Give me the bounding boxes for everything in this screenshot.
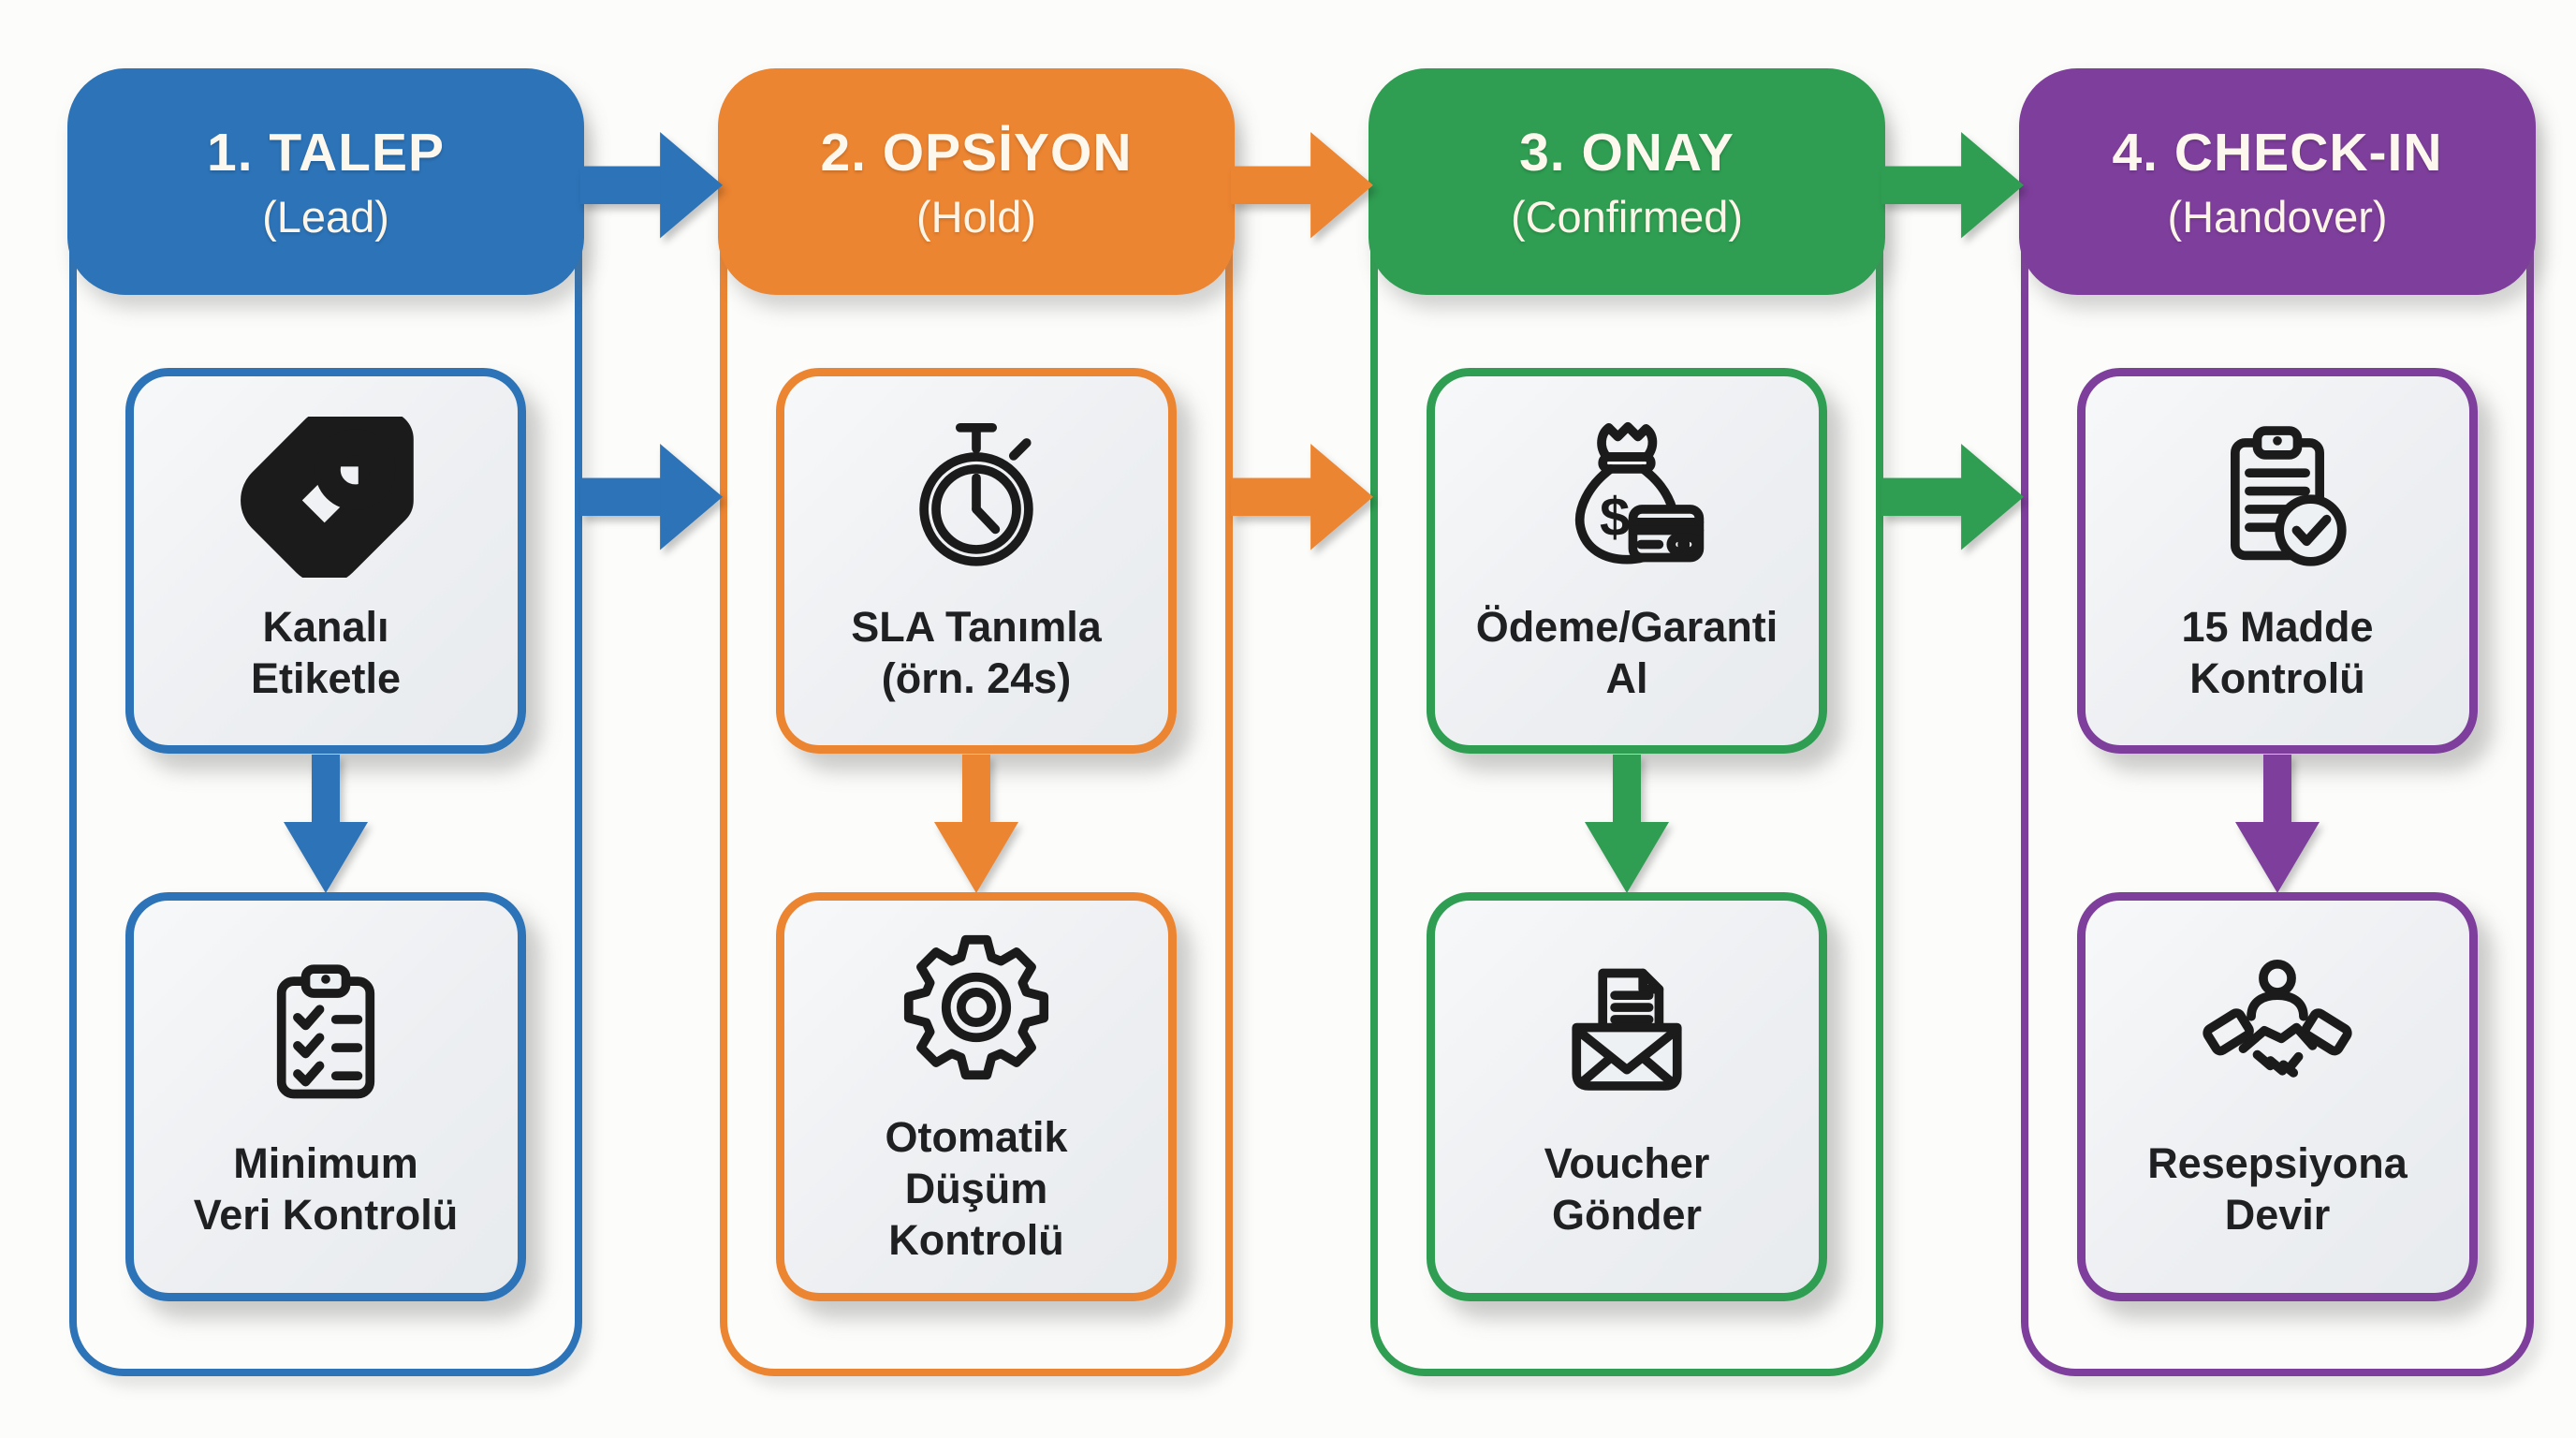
step-box-resepsiyona-devir: Resepsiyona Devir [2077,892,2478,1301]
column-onay: 3. ONAY (Confirmed) $ Ödeme/Garanti [1368,0,1885,1438]
arrow-box-onay-checkin [1881,440,2024,552]
arrow-header-talep-opsiyon [580,128,723,241]
down-arrow [270,755,382,893]
down-arrow [920,755,1032,893]
stage-subtitle: (Hold) [916,191,1036,242]
step-label: Resepsiyona Devir [2147,1138,2408,1239]
svg-text:$: $ [1600,487,1630,548]
step-box-otomatik-dusum: Otomatik Düşüm Kontrolü [776,892,1177,1301]
tag-icon [237,417,415,579]
step-label: Kanalı Etiketle [250,603,402,702]
arrow-box-talep-opsiyon [580,440,723,552]
down-arrow [1571,755,1683,893]
step-label: Otomatik Düşüm Kontrolü [885,1113,1068,1264]
stage-subtitle: (Handover) [2167,191,2388,242]
column-checkin: 4. CHECK-IN (Handover) 15 Madde Kontrolü [2019,0,2536,1438]
column-opsiyon: 2. OPSİYON (Hold) SLA Tanımla (örn. 24s) [718,0,1235,1438]
step-box-voucher-gonder: Voucher Gönder [1427,892,1827,1301]
step-box-sla-tanimla: SLA Tanımla (örn. 24s) [776,368,1177,754]
arrow-header-opsiyon-onay [1231,128,1373,241]
stage-header: 3. ONAY (Confirmed) [1368,68,1885,295]
clipboard-check-icon [2188,417,2366,578]
money-bag-card-icon: $ [1538,417,1716,578]
gear-icon [887,927,1065,1088]
down-arrow [2221,755,2334,893]
step-label: SLA Tanımla (örn. 24s) [851,603,1102,702]
step-label: 15 Madde Kontrolü [2181,603,2374,702]
arrow-box-opsiyon-onay [1231,440,1373,552]
step-box-odeme-garanti: $ Ödeme/Garanti Al [1427,368,1827,754]
step-label: Ödeme/Garanti Al [1475,603,1778,702]
step-box-15-madde: 15 Madde Kontrolü [2077,368,2478,754]
column-talep: 1. TALEP (Lead) Kanalı Etiketle [67,0,584,1438]
checklist-clipboard-icon [237,953,415,1114]
step-label: Minimum Veri Kontrolü [193,1138,459,1239]
stage-title: 2. OPSİYON [820,122,1133,183]
stage-title: 3. ONAY [1519,122,1734,183]
stage-header: 1. TALEP (Lead) [67,68,584,295]
handshake-icon [2188,953,2366,1114]
stopwatch-icon [887,417,1065,578]
stage-title: 4. CHECK-IN [2112,122,2443,183]
stage-header: 4. CHECK-IN (Handover) [2019,68,2536,295]
arrow-header-onay-checkin [1881,128,2024,241]
stage-subtitle: (Lead) [262,191,389,242]
step-box-minimum-veri: Minimum Veri Kontrolü [125,892,526,1301]
step-box-kanali-etiketle: Kanalı Etiketle [125,368,526,754]
stage-header: 2. OPSİYON (Hold) [718,68,1235,295]
stage-subtitle: (Confirmed) [1510,191,1744,242]
stage-title: 1. TALEP [207,122,445,183]
envelope-letter-icon [1538,953,1716,1114]
step-label: Voucher Gönder [1544,1138,1710,1239]
